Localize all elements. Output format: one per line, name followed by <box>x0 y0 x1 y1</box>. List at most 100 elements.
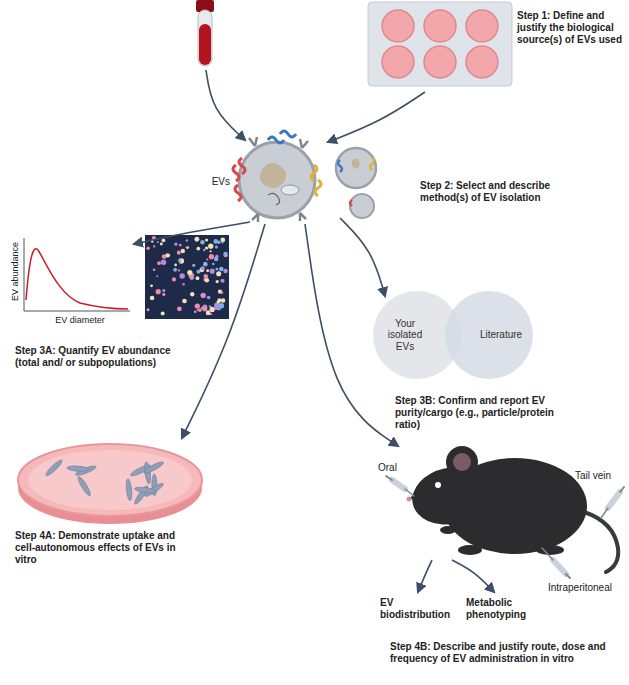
particle-dot <box>210 307 215 312</box>
particle-dot <box>209 250 211 252</box>
cell <box>125 479 132 501</box>
flow-arrow <box>452 560 494 592</box>
particle-dot <box>215 245 218 248</box>
particle-dot <box>172 277 176 281</box>
particle-dot <box>160 243 163 246</box>
particle-dot <box>165 253 169 257</box>
particle-dot <box>207 296 211 300</box>
particle-dot <box>150 296 155 301</box>
particle-dot <box>179 244 182 247</box>
particle-dot <box>202 306 207 311</box>
particle-dot <box>156 289 161 294</box>
particle-dot <box>173 268 177 272</box>
particle-dot <box>174 264 177 267</box>
mouse <box>407 446 619 572</box>
flow-arrows <box>134 70 494 592</box>
particle-dot <box>196 270 200 274</box>
particle-dot <box>205 278 209 282</box>
particle-dot <box>205 238 208 241</box>
particle-dot <box>210 269 215 274</box>
particle-dot <box>162 289 165 292</box>
flow-arrow <box>340 218 385 296</box>
cell <box>76 475 92 496</box>
flow-arrow <box>418 560 432 592</box>
particle-dot <box>197 309 199 311</box>
particle-dot <box>203 249 205 251</box>
particle-dot <box>216 271 221 276</box>
particle-dot <box>209 254 214 259</box>
particle-dot <box>204 274 208 278</box>
particle-dot <box>161 312 165 316</box>
tail-vein-syringe <box>601 487 624 518</box>
blood-tube <box>196 0 214 66</box>
particle-dot <box>182 299 187 304</box>
culture-plate <box>368 2 512 86</box>
particle-dot <box>187 270 192 275</box>
particle-dot <box>157 261 161 265</box>
particle-dot <box>162 293 165 296</box>
particle-dot <box>157 241 159 243</box>
particle-dot <box>150 284 153 287</box>
particle-dot <box>192 264 195 267</box>
circle-fill <box>445 291 533 379</box>
particle-dot <box>206 258 208 260</box>
particle-dot <box>206 311 211 316</box>
particle-dots <box>146 236 227 316</box>
particle-image <box>145 235 229 319</box>
particle-dot <box>179 258 184 263</box>
size-distribution-chart <box>24 238 130 311</box>
particle-dot <box>177 306 182 311</box>
particle-dot <box>216 280 219 283</box>
particle-dot <box>181 249 185 253</box>
circle-label: Literature <box>477 329 525 341</box>
particle-dot <box>201 266 205 270</box>
flow-arrow <box>182 224 265 438</box>
particle-dot <box>196 276 200 280</box>
step-text: Step 3A: Quantify EV abundance (total an… <box>15 345 180 369</box>
particle-dot <box>212 263 215 266</box>
particle-dot <box>178 269 180 271</box>
particle-dot <box>206 269 209 272</box>
particle-dot <box>223 252 227 256</box>
particle-dot <box>194 310 197 313</box>
venn-circle: Literature <box>444 290 534 380</box>
particle-dot <box>200 240 204 244</box>
particle-dot <box>217 301 220 304</box>
particle-dot <box>153 268 156 271</box>
particle-dot <box>177 251 181 255</box>
particle-dot <box>208 244 213 249</box>
flow-arrow <box>328 92 425 142</box>
particle-dot <box>174 243 177 246</box>
flow-arrow <box>206 70 245 140</box>
particle-dot <box>205 246 208 249</box>
particle-dot <box>186 246 189 249</box>
route-label: Tail vein <box>575 470 625 482</box>
flow-arrow <box>134 222 250 244</box>
small-evs <box>336 148 376 218</box>
ev-illustration <box>233 131 321 222</box>
step-text: Step 1: Define and justify the biologica… <box>517 10 625 46</box>
route-label: Intraperitoneal <box>548 582 626 594</box>
particle-dot <box>223 269 227 273</box>
particle-dot <box>185 246 187 248</box>
outcome-label: Metabolic phenotyping <box>466 597 548 621</box>
particle-dot <box>161 260 167 266</box>
particle-dot <box>196 247 200 251</box>
cell <box>134 486 156 494</box>
cell <box>44 458 63 477</box>
particle-dot <box>219 267 224 272</box>
ev-label: EVs <box>206 176 230 188</box>
particle-dot <box>201 293 206 298</box>
step-text: Step 4B: Describe and justify route, dos… <box>390 641 625 665</box>
step-text: Step 4A: Demonstrate uptake and cell-aut… <box>15 530 195 566</box>
particle-dot <box>215 268 218 271</box>
particle-dot <box>178 258 181 261</box>
outcome-label: EV biodistribution <box>380 597 452 621</box>
step-text: Step 3B: Confirm and report EV purity/ca… <box>395 395 570 431</box>
cell <box>67 465 89 472</box>
particle-dot <box>153 245 155 247</box>
particle-dot <box>214 257 218 261</box>
particle-dot <box>146 247 149 250</box>
